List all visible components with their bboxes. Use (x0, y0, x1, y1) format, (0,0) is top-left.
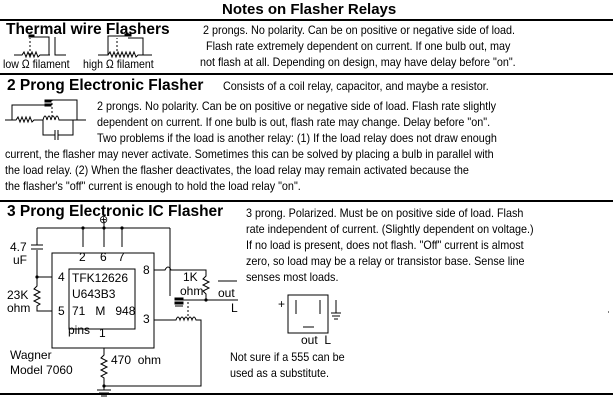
pins-label: pins (68, 323, 91, 337)
chip-marking-line: 71 M 948 (72, 304, 136, 318)
pin-1: 1 (99, 326, 106, 340)
resistor-1k-value: 1K (183, 270, 198, 284)
note-line: Not sure if a 555 can be (230, 350, 345, 364)
resistor-1k-unit: ohm (180, 284, 204, 298)
three-prong-text-line: zero, so load may be a relay or transist… (246, 254, 525, 268)
three-prong-text-line: 3 prong. Polarized. Must be on positive … (246, 206, 524, 220)
low-filament-diagram (14, 34, 66, 59)
three-prong-text-line: If no load is present, does not flash. "… (246, 238, 524, 252)
out-label: out (218, 286, 235, 300)
chip-marking-line: U643B3 (72, 287, 116, 301)
divider-bottom (0, 393, 613, 395)
three-prong-text-line: rate independent of current. (Slightly d… (246, 222, 534, 236)
three-prong-text-line: senses most loads. (246, 270, 339, 284)
thermal-text-line: not flash at all. Depending on design, m… (200, 55, 516, 69)
two-prong-text-line: current, the flasher may never activate.… (5, 147, 494, 161)
pinout-bottom-label: out L (301, 333, 332, 347)
page-title: Notes on Flasher Relays (222, 1, 397, 18)
supply-plus-icon: ⊕ (99, 214, 109, 226)
capacitor-unit: uF (13, 253, 28, 267)
pin-6: 6 (100, 250, 107, 264)
low-filament-label: low Ω filament (3, 57, 70, 71)
two-prong-heading: 2 Prong Electronic Flasher (7, 77, 204, 94)
pin-3: 3 (143, 312, 150, 326)
pin-5: 5 (58, 304, 65, 318)
note-line: used as a substitute. (230, 366, 330, 380)
three-prong-heading: 3 Prong Electronic IC Flasher (7, 203, 224, 220)
pin-2: 2 (79, 250, 86, 264)
resistor-23k-unit: ohm (7, 301, 31, 315)
model-label: Model 7060 (10, 363, 73, 377)
two-prong-text-line: dependent on current. If one bulb is out… (97, 115, 491, 129)
divider-top (0, 19, 613, 21)
resistor-23k-value: 23K (7, 288, 29, 302)
two-prong-text-line: Two problems if the load is another rela… (97, 131, 497, 145)
pin-7: 7 (118, 250, 125, 264)
pin-4: 4 (58, 270, 65, 284)
chip-marking-line: TFK12626 (72, 271, 129, 285)
two-prong-subtitle: Consists of a coil relay, capacitor, and… (223, 79, 489, 93)
thermal-text-line: 2 prongs. No polarity. Can be on positiv… (203, 23, 515, 37)
load-label: L (231, 301, 238, 315)
thermal-text-line: Flash rate extremely dependent on curren… (206, 39, 511, 53)
divider-two-prong (0, 200, 613, 202)
capacitor-value: 4.7 (10, 240, 27, 254)
two-prong-text-line: the flasher's "off" current is enough to… (5, 179, 301, 193)
divider-thermal (0, 73, 613, 75)
high-filament-diagram (98, 33, 152, 59)
pinout-plus: + (278, 297, 286, 311)
maker-label: Wagner (10, 348, 52, 362)
two-prong-text-line: the load relay. (2) When the flasher dea… (5, 163, 469, 177)
two-prong-diagram (5, 99, 86, 140)
ic-flasher-circuit (31, 221, 341, 397)
pin-8: 8 (143, 263, 150, 277)
high-filament-label: high Ω filament (83, 57, 154, 71)
resistor-470-label: 470 ohm (111, 353, 162, 367)
two-prong-text-line: 2 prongs. No polarity. Can be on positiv… (97, 99, 497, 113)
